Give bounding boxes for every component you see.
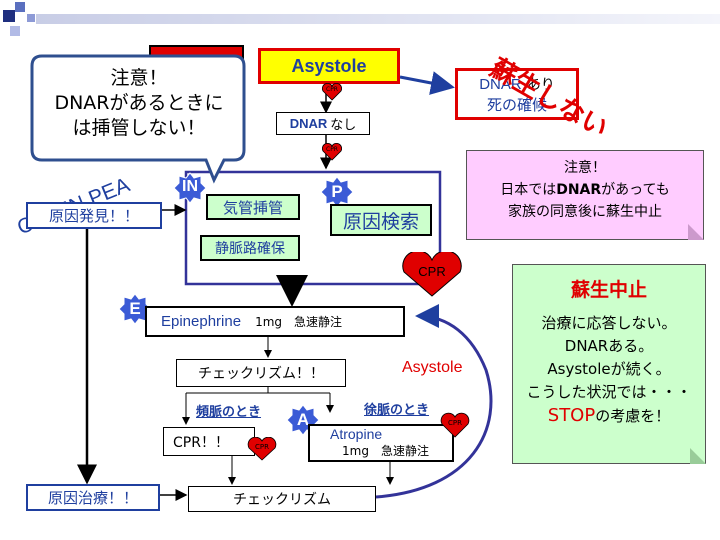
dnar-present-box: DNAR あり 死の確候: [455, 68, 579, 120]
corner-square: [3, 10, 15, 22]
cause-found-label: 原因発見！！: [48, 207, 139, 225]
atropine-box: Atropine 1mg 急速静注: [308, 424, 454, 462]
heart-icon: CPR: [322, 82, 342, 105]
asystole-loop-arrow: [375, 304, 493, 499]
atropine-dose: 1mg 急速静注: [342, 444, 429, 458]
corner-square: [15, 2, 25, 12]
iv-access-label: 静脈路確保: [215, 241, 285, 257]
note-fold: [688, 224, 704, 240]
heart-icon: CPR: [247, 436, 277, 465]
heart-icon: CPR: [322, 142, 342, 165]
in-badge-label: IN: [182, 178, 198, 195]
cpr-box: CPR！！: [163, 427, 255, 456]
dnar-present-name: DNAR: [479, 75, 522, 93]
dnar-none-suffix: なし: [330, 118, 357, 133]
stop-note-line3: Asystoleが続く。: [547, 360, 671, 378]
check-rhythm-label-2: チェックリズム: [233, 492, 331, 508]
cpr-box-label: CPR！！: [173, 434, 229, 451]
heart-cpr-label: CPR: [326, 86, 338, 93]
cause-search-box: 原因検索: [330, 204, 432, 236]
note-fold: [690, 448, 706, 464]
heart-icon: CPR: [400, 250, 464, 298]
stop-note-line4: こうした状況では・・・: [526, 383, 692, 401]
in-badge: IN: [173, 172, 207, 204]
asystole-box: Asystole: [258, 48, 400, 84]
cause-treat-box: 原因治療！！: [26, 484, 160, 511]
asystole-loop-label: Asystole: [402, 359, 463, 376]
epinephrine-dose: 1mg 急速静注: [255, 315, 343, 329]
epinephrine-box: Epinephrine 1mg 急速静注: [145, 306, 405, 337]
iv-access-box: 静脈路確保: [200, 235, 300, 261]
stop-note-line1: 治療に応答しない。: [541, 314, 677, 332]
tachy-label: 頻脈のとき: [196, 405, 262, 420]
cause-treat-label: 原因治療！！: [47, 489, 138, 507]
stop-note-tail: の考慮を！: [595, 407, 671, 425]
japan-note: 注意！ 日本ではDNARがあっても 家族の同意後に蘇生中止: [466, 150, 704, 240]
japan-note-line2a: 日本では: [500, 182, 557, 198]
dnar-present-result: 死の確候: [486, 95, 547, 114]
check-rhythm-box-2: チェックリズム: [188, 486, 376, 512]
arrow-to-dnar-present: [399, 71, 455, 95]
japan-note-line2b: DNAR: [556, 182, 602, 198]
callout-bubble: [30, 54, 246, 184]
dnar-none-name: DNAR: [289, 116, 328, 131]
cause-found-box: 原因発見！！: [26, 202, 162, 229]
brady-label: 徐脈のとき: [364, 403, 430, 418]
cause-search-label: 原因検索: [342, 210, 419, 233]
intubation-box: 気管挿管: [206, 194, 300, 220]
e-badge: E: [118, 293, 152, 325]
a-badge-label: A: [296, 410, 310, 429]
stop-note-title: 蘇生中止: [570, 279, 647, 301]
in-p-frame: [184, 170, 442, 286]
corner-square: [10, 26, 20, 36]
stop-note-stop: STOP: [547, 405, 596, 426]
heart-cpr-big-label: CPR: [418, 264, 446, 279]
epinephrine-label: Epinephrine: [161, 313, 242, 330]
stop-note-line2: DNARある。: [564, 337, 654, 355]
callout-line3: は挿管しない！: [72, 117, 206, 139]
check-rhythm-label-1: チェックリズム！！: [198, 366, 324, 382]
corner-square: [27, 14, 35, 22]
heart-cpr-label: CPR: [255, 443, 269, 451]
callout-line2: DNARがあるときに: [54, 92, 224, 114]
dnar-none-box: DNAR なし: [276, 112, 370, 135]
dnar-present-suffix: あり: [526, 76, 555, 93]
japan-note-line3: 家族の同意後に蘇生中止: [508, 204, 662, 220]
heart-icon: CPR: [440, 412, 470, 442]
p-badge-label: P: [331, 182, 343, 201]
top-bar: [36, 14, 720, 24]
atropine-label: Atropine: [330, 426, 383, 442]
e-badge-label: E: [129, 299, 141, 318]
intubation-label: 気管挿管: [222, 198, 283, 217]
check-rhythm-box-1: チェックリズム！！: [176, 359, 346, 387]
heart-cpr-label: CPR: [448, 419, 462, 427]
heart-cpr-label: CPR: [326, 146, 338, 153]
stop-note: 蘇生中止 治療に応答しない。 DNARある。 Asystoleが続く。 こうした…: [512, 264, 706, 464]
asystole-label: Asystole: [291, 55, 367, 76]
japan-note-line1: 注意！: [564, 160, 606, 176]
japan-note-line2c: があっても: [601, 182, 670, 198]
callout-text: 注意！ DNARがあるときに は挿管しない！: [34, 66, 244, 141]
callout-line1: 注意！: [110, 67, 168, 89]
